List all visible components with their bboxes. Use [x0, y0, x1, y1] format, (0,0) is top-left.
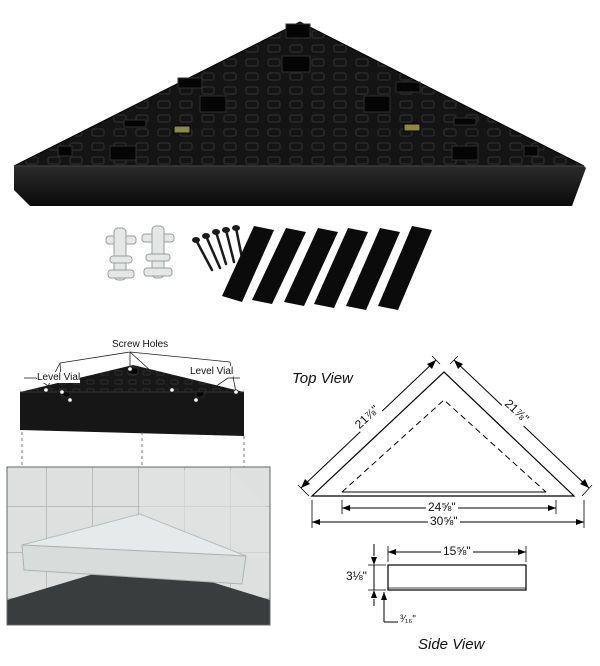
- shelf-front-edge: [14, 166, 586, 206]
- top-view-outer-width-dim: 30⅝": [428, 514, 460, 528]
- top-view-outline: [310, 371, 576, 497]
- top-view-inner-dashed: [341, 399, 547, 493]
- side-view-arrowheads: [371, 549, 526, 600]
- adhesive-strips: [222, 226, 432, 310]
- corner-shelf-product: [13, 21, 586, 206]
- top-view-diagram: [297, 355, 593, 528]
- side-view-profile: [387, 564, 527, 591]
- level-vial-right-label: Level Vial: [190, 366, 234, 377]
- level-vial-right: [403, 123, 421, 132]
- level-vial-left: [173, 125, 191, 134]
- shelf-top-face: [13, 21, 585, 167]
- annotated-shelf: [20, 365, 244, 436]
- wall-anchor-1: [105, 227, 137, 281]
- callout-leaders: [24, 351, 240, 401]
- side-view-height-dim: 3⅛": [346, 569, 367, 583]
- side-view-title: Side View: [418, 636, 485, 653]
- top-view-inner-width-dim: 24⅝": [426, 500, 458, 514]
- top-view-title: Top View: [292, 370, 353, 387]
- level-vial-left-label: Level Vial: [37, 372, 81, 383]
- top-view-arrowheads: [301, 360, 589, 525]
- side-view-lip-dim: ³⁄₁₆": [400, 614, 416, 625]
- screw-holes-label: Screw Holes: [112, 339, 169, 350]
- screw-set: [192, 225, 244, 272]
- wall-anchor-2: [141, 225, 175, 279]
- side-view-length-dim: 15⅝": [441, 544, 473, 558]
- screw-socket-group: [57, 23, 539, 161]
- installed-photo: [6, 466, 271, 626]
